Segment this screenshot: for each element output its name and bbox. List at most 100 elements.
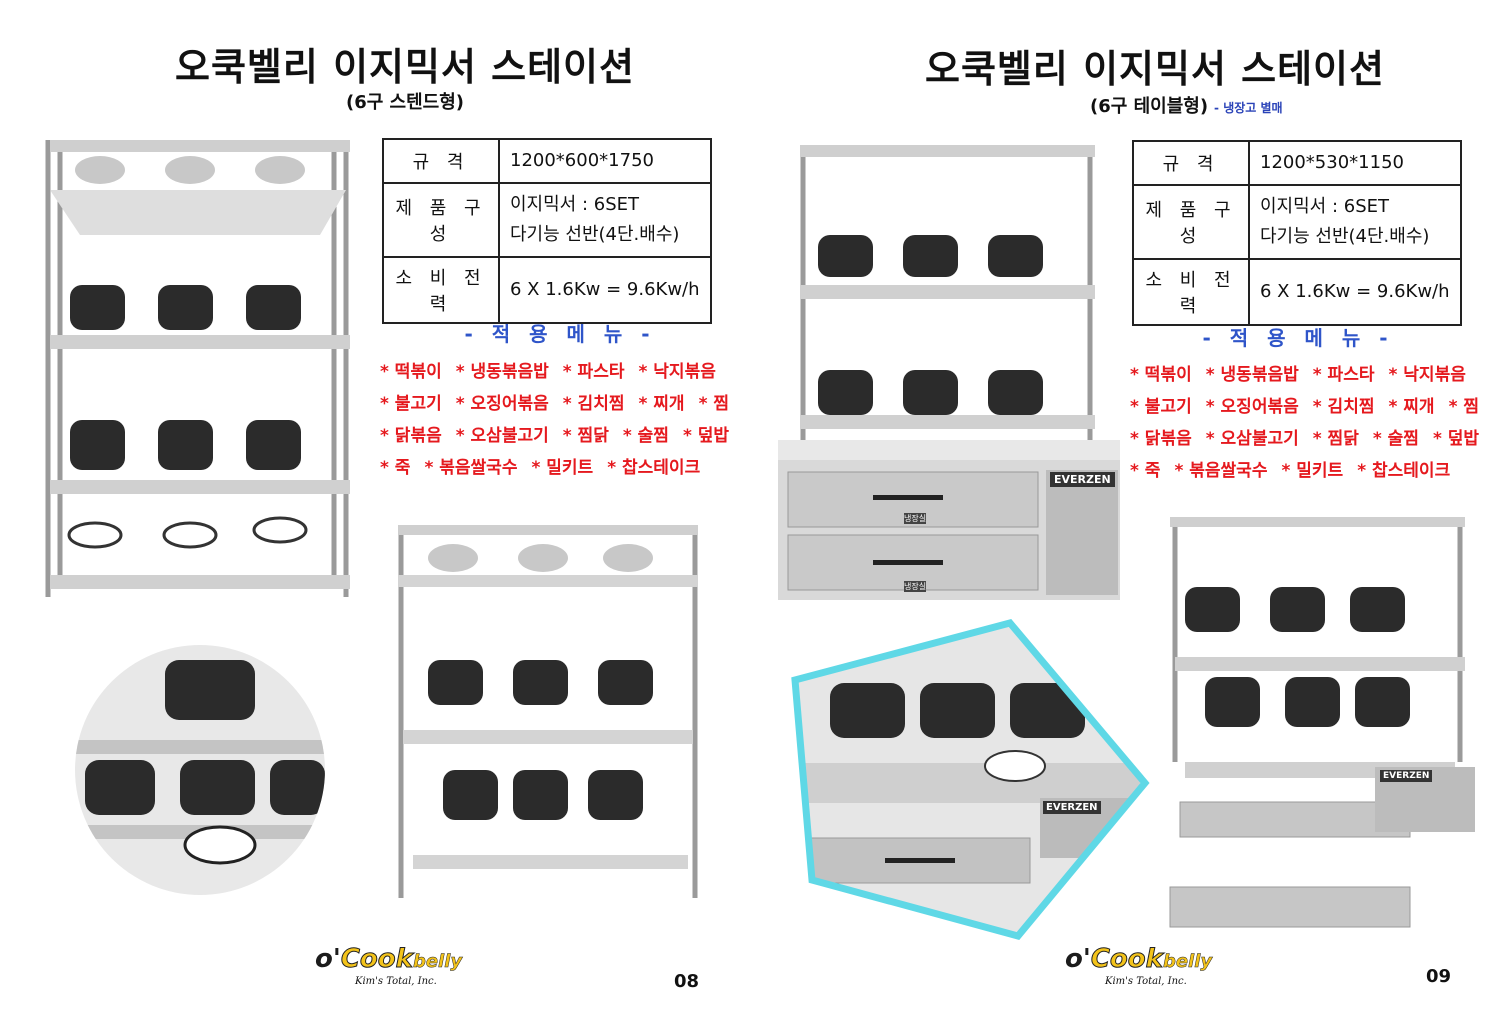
menu-item: * 불고기 <box>380 394 442 414</box>
fridge-brand-label: EVERZEN <box>1380 770 1433 782</box>
product-photo-table-station-2: EVERZEN <box>1160 512 1478 932</box>
drawer-label: 냉장실 <box>904 581 927 592</box>
menu-row: * 떡볶이 * 냉동볶음밥 * 파스타 * 낙지볶음 <box>380 356 720 388</box>
menu-title: - 적 용 메 뉴 - <box>1202 326 1394 350</box>
spec-key: 소 비 전 력 <box>1132 258 1250 326</box>
menu-item: * 냉동볶음밥 <box>1205 365 1299 385</box>
drawer-label: 냉장실 <box>904 513 927 524</box>
menu-item: * 밀키트 <box>531 458 594 478</box>
product-photo-stand <box>40 135 360 605</box>
pentagon-closeup-illustration <box>791 619 1150 940</box>
page-subtitle: (6구 테이블형) <box>1090 96 1209 117</box>
spec-key: 규 격 <box>382 138 500 184</box>
menu-item: * 술찜 <box>1372 429 1419 449</box>
menu-row: * 닭볶음* 오삼불고기* 찜닭* 술찜* 덮밥 <box>380 420 729 452</box>
page-subtitle: (6구 스텐드형) <box>345 92 465 113</box>
menu-item: * 냉동볶음밥 <box>455 362 549 382</box>
spec-row-power: 소 비 전 력 6 X 1.6Kw = 9.6Kw/h <box>1132 258 1462 326</box>
menu-row: * 죽* 볶음쌀국수* 밀키트* 찹스테이크 <box>380 452 720 484</box>
page-subtitle-row: (6구 테이블형) - 냉장고 별매 <box>1090 92 1350 118</box>
menu-item: * 파스타 <box>1312 365 1375 385</box>
menu-item: * 닭볶음 <box>380 426 442 446</box>
menu-item: * 낙지볶음 <box>638 362 716 382</box>
menu-item: * 술찜 <box>622 426 669 446</box>
spec-row-size: 규 격 1200*530*1150 <box>1132 140 1462 186</box>
page-title: 오쿡벨리 이지믹서 스테이션 <box>175 45 635 89</box>
logo-wordmark: o'Cookbelly <box>315 945 475 976</box>
logo-o: o' <box>1065 944 1091 974</box>
menu-item: * 죽 <box>1130 461 1161 481</box>
spec-value-line: 다기능 선반(4단.배수) <box>510 224 680 245</box>
page-title: 오쿡벨리 이지믹서 스테이션 <box>925 47 1385 91</box>
spec-value: 6 X 1.6Kw = 9.6Kw/h <box>498 256 712 324</box>
product-photo-stand-2 <box>393 520 703 900</box>
menu-item: * 찜 <box>698 394 730 414</box>
spec-value: 이지믹서 : 6SET 다기능 선반(4단.배수) <box>498 182 712 258</box>
stainless-stand-illustration <box>398 525 698 898</box>
page-note: - 냉장고 별매 <box>1214 101 1283 115</box>
menu-item: * 낙지볶음 <box>1388 365 1466 385</box>
menu-item: * 덮밥 <box>1432 429 1480 449</box>
menu-item: * 불고기 <box>1130 397 1192 417</box>
spec-table: 규 격 1200*600*1750 제 품 구 성 이지믹서 : 6SET 다기… <box>382 138 712 324</box>
logo-wordmark: o'Cookbelly <box>1065 945 1225 976</box>
menu-item: * 볶음쌀국수 <box>1174 461 1268 481</box>
menu-item: * 김치찜 <box>562 394 625 414</box>
menu-row: * 불고기 * 오징어볶음 * 김치찜 * 찌개 * 찜 <box>1130 391 1479 423</box>
logo-cook: Cook <box>1090 944 1163 974</box>
brand-logo: o'Cookbelly Kim's Total, Inc. <box>1065 945 1225 990</box>
menu-list: * 떡볶이 * 냉동볶음밥 * 파스타 * 낙지볶음 * 불고기 * 오징어볶음 * 김치… <box>1130 359 1479 487</box>
menu-item: * 김치찜 <box>1312 397 1375 417</box>
stainless-stand-illustration <box>45 140 350 597</box>
table-station-illustration <box>778 145 1120 600</box>
spec-value: 1200*530*1150 <box>1248 140 1462 186</box>
menu-item: * 찹스테이크 <box>1357 461 1451 481</box>
page-number: 09 <box>1426 966 1452 987</box>
menu-item: * 밀키트 <box>1281 461 1344 481</box>
menu-row: * 떡볶이 * 냉동볶음밥 * 파스타 * 낙지볶음 <box>1130 359 1475 391</box>
fridge-brand-label: EVERZEN <box>1043 801 1101 814</box>
closeup-mixer-illustration <box>75 660 325 865</box>
logo-tagline: Kim's Total, Inc. <box>1105 976 1187 987</box>
menu-item: * 찌개 <box>1388 397 1435 417</box>
spec-value-line: 다기능 선반(4단.배수) <box>1260 226 1430 247</box>
menu-item: * 오삼불고기 <box>1205 429 1299 449</box>
menu-item: * 죽 <box>380 458 411 478</box>
menu-item: * 찹스테이크 <box>607 458 701 478</box>
menu-item: * 찜닭 <box>1312 429 1359 449</box>
menu-item: * 오삼불고기 <box>455 426 549 446</box>
page-number: 08 <box>674 971 700 992</box>
spec-row-composition: 제 품 구 성 이지믹서 : 6SET 다기능 선반(4단.배수) <box>382 182 712 258</box>
product-photo-table-station: EVERZEN 냉장실 냉장실 <box>778 140 1120 615</box>
spec-value-line: 이지믹서 : 6SET <box>1260 196 1389 217</box>
menu-item: * 덮밥 <box>682 426 730 446</box>
menu-item: * 떡볶이 <box>380 362 442 382</box>
spec-value-line: 이지믹서 : 6SET <box>510 194 639 215</box>
menu-row: * 닭볶음 * 오삼불고기 * 찜닭 * 술찜 * 덮밥 <box>1130 423 1479 455</box>
spec-row-composition: 제 품 구 성 이지믹서 : 6SET 다기능 선반(4단.배수) <box>1132 184 1462 260</box>
spec-value: 6 X 1.6Kw = 9.6Kw/h <box>1248 258 1462 326</box>
spec-value: 이지믹서 : 6SET 다기능 선반(4단.배수) <box>1248 184 1462 260</box>
logo-tagline: Kim's Total, Inc. <box>355 976 437 987</box>
closeup-photo-pentagon: EVERZEN <box>790 618 1150 943</box>
menu-item: * 떡볶이 <box>1130 365 1192 385</box>
menu-item: * 오징어볶음 <box>455 394 549 414</box>
spec-row-power: 소 비 전 력 6 X 1.6Kw = 9.6Kw/h <box>382 256 712 324</box>
menu-item: * 오징어볶음 <box>1205 397 1299 417</box>
logo-o: o' <box>315 944 341 974</box>
menu-item: * 파스타 <box>562 362 625 382</box>
logo-belly: belly <box>1162 951 1213 973</box>
spec-key: 규 격 <box>1132 140 1250 186</box>
spec-row-size: 규 격 1200*600*1750 <box>382 138 712 184</box>
closeup-photo-circle <box>75 645 325 895</box>
menu-item: * 찜 <box>1448 397 1480 417</box>
spec-table: 규 격 1200*530*1150 제 품 구 성 이지믹서 : 6SET 다기… <box>1132 140 1462 326</box>
spec-key: 제 품 구 성 <box>1132 184 1250 260</box>
menu-item: * 찌개 <box>638 394 685 414</box>
menu-row: * 불고기 * 오징어볶음 * 김치찜 * 찌개 * 찜 <box>380 388 729 420</box>
menu-list: * 떡볶이 * 냉동볶음밥 * 파스타 * 낙지볶음 * 불고기 * 오징어볶음 * 김치… <box>380 356 729 484</box>
table-station-illustration <box>1169 517 1475 928</box>
spec-key: 제 품 구 성 <box>382 182 500 258</box>
menu-item: * 닭볶음 <box>1130 429 1192 449</box>
logo-cook: Cook <box>340 944 413 974</box>
